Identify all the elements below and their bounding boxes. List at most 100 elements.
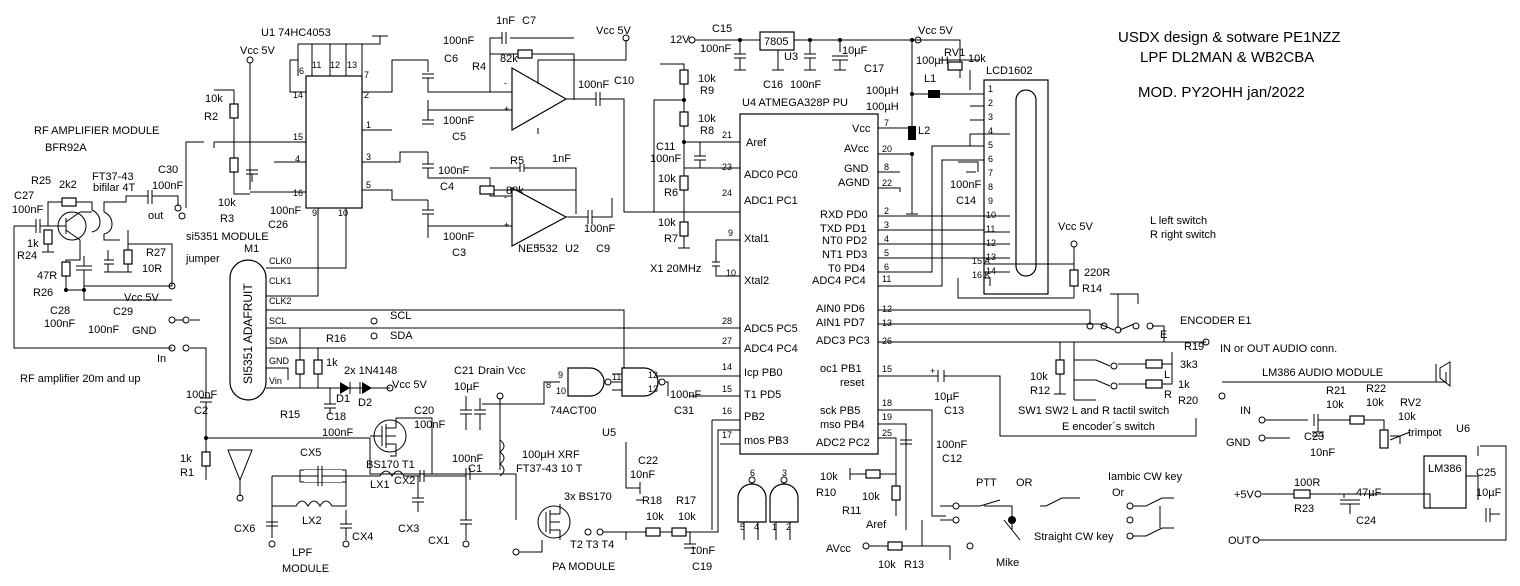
rf-amp-wiring bbox=[13, 141, 207, 390]
bifilar-label: bifilar 4T bbox=[93, 182, 135, 194]
lcd-pins: 1 2 3 4 5 6 7 8 9 10 11 12 13 14 bbox=[986, 84, 996, 276]
switch-r: R bbox=[1164, 389, 1172, 401]
pin-num-9: 9 bbox=[728, 228, 733, 238]
u1-pin6: 6 bbox=[299, 66, 304, 76]
rv1-value: 10k bbox=[968, 53, 986, 65]
c23-value: 10nF bbox=[1310, 447, 1335, 459]
c25-value: 10µF bbox=[1476, 487, 1502, 499]
u5-label: U5 bbox=[602, 427, 616, 439]
c29-label: C29 bbox=[113, 306, 133, 318]
pin-num-12: 12 bbox=[882, 304, 892, 314]
c14-label: C14 bbox=[956, 195, 976, 207]
c11-value: 100nF bbox=[650, 153, 681, 165]
pin-num-2: 2 bbox=[884, 206, 889, 216]
pin-adc1: ADC1 PC1 bbox=[744, 195, 798, 207]
lx2-label: LX2 bbox=[302, 515, 322, 527]
u1-pin5: 5 bbox=[366, 180, 371, 190]
svg-text:3: 3 bbox=[782, 468, 787, 478]
r1-label: R1 bbox=[180, 467, 194, 479]
r20-value: 1k bbox=[1178, 379, 1190, 391]
u3-label: U3 bbox=[784, 51, 798, 63]
encoder-label: ENCODER E1 bbox=[1180, 315, 1252, 327]
cx3-label: CX3 bbox=[398, 523, 419, 535]
pin-num-20: 20 bbox=[882, 144, 892, 154]
svg-text:9: 9 bbox=[988, 196, 993, 206]
svg-text:4: 4 bbox=[988, 126, 993, 136]
u1-pin2: 2 bbox=[364, 90, 369, 100]
sda-net: SDA bbox=[390, 330, 413, 342]
pin-num-28: 28 bbox=[722, 316, 732, 326]
clk0-pin: CLK0 bbox=[269, 256, 292, 266]
pin-xtal2: Xtal2 bbox=[744, 275, 769, 287]
lcd-wiring bbox=[906, 39, 1074, 299]
r16-label: R16 bbox=[326, 333, 346, 345]
pin-num-15b: 15 bbox=[882, 364, 892, 374]
c27-value: 100nF bbox=[12, 204, 43, 216]
r8-label: R8 bbox=[700, 125, 714, 137]
c22-value: 10nF bbox=[630, 469, 655, 481]
l1-v2: 100µH bbox=[866, 85, 899, 97]
r11-value: 10k bbox=[862, 491, 880, 503]
vcc5-rfamp: Vcc 5V bbox=[124, 292, 160, 304]
vcc5-diodes: Vcc 5V bbox=[392, 379, 428, 391]
pin-num-15: 15 bbox=[722, 384, 732, 394]
pin-aref: Aref bbox=[746, 137, 767, 149]
c17-value: 10µF bbox=[842, 45, 868, 57]
c31-label: C31 bbox=[674, 405, 694, 417]
c24-label: C24 bbox=[1356, 515, 1376, 527]
c-r5-value: 1nF bbox=[552, 153, 571, 165]
pin-pb2: PB2 bbox=[744, 411, 765, 423]
opamp-plus-b: + bbox=[504, 220, 509, 230]
vcc5-op: Vcc 5V bbox=[596, 25, 632, 37]
vin-pin: Vin bbox=[269, 376, 282, 386]
pin-num-19: 19 bbox=[882, 412, 892, 422]
u1-pin7: 7 bbox=[364, 70, 369, 80]
r11-label: R11 bbox=[842, 505, 861, 517]
pin-num-18: 18 bbox=[882, 398, 892, 408]
c16-label: C16 bbox=[763, 79, 783, 91]
in-label: In bbox=[157, 353, 166, 365]
u4-label: U4 ATMEGA328P PU bbox=[742, 97, 848, 109]
c12-label: C12 bbox=[942, 453, 962, 465]
mike-label: Mike bbox=[996, 557, 1019, 569]
r24-value: 1k bbox=[27, 238, 39, 250]
r21-label: R21 bbox=[1326, 385, 1346, 397]
audio-conn-label: IN or OUT AUDIO conn. bbox=[1220, 343, 1337, 355]
pin-icp: Icp PB0 bbox=[744, 367, 783, 379]
rf-amp-title: RF AMPLIFIER MODULE bbox=[34, 125, 159, 137]
pin-adc3: ADC3 PC3 bbox=[816, 335, 870, 347]
svg-text:1: 1 bbox=[988, 84, 993, 94]
pin-num-16: 16 bbox=[722, 406, 732, 416]
trimpot-label: trimpot bbox=[1408, 427, 1442, 439]
svg-text:14: 14 bbox=[986, 266, 996, 276]
pin-txd: TXD PD1 bbox=[820, 223, 866, 235]
c13-value: 10µF bbox=[934, 391, 960, 403]
pin-xtal1: Xtal1 bbox=[744, 233, 769, 245]
cx1-label: CX1 bbox=[428, 535, 449, 547]
diode-network bbox=[324, 382, 394, 414]
r4-value: 82k bbox=[500, 53, 518, 65]
c9-value: 100nF bbox=[584, 223, 615, 235]
straight-cw-label: Straight CW key bbox=[1034, 531, 1114, 543]
pin-t1: T1 PD5 bbox=[744, 389, 781, 401]
pin-adc4: ADC4 PC4 bbox=[744, 343, 798, 355]
c3-value: 100nF bbox=[443, 231, 474, 243]
c18-label: C18 bbox=[326, 411, 346, 423]
r17-value: 10k bbox=[678, 511, 696, 523]
svg-text:4: 4 bbox=[754, 522, 759, 532]
c28-label: C28 bbox=[50, 305, 70, 317]
svg-text:12: 12 bbox=[986, 238, 996, 248]
c4-label: C4 bbox=[440, 181, 454, 193]
c12-value: 100nF bbox=[936, 439, 967, 451]
c23-label: C23 bbox=[1304, 431, 1324, 443]
r26-value: 47R bbox=[37, 270, 57, 282]
switch-network bbox=[1054, 293, 1210, 401]
c31-value: 100nF bbox=[670, 389, 701, 401]
u1-chip bbox=[305, 75, 363, 209]
u4-right-pins: Vcc AVcc GND AGND RXD PD0 TXD PD1 NT0 PD… bbox=[812, 118, 1160, 530]
c19-label: C19 bbox=[692, 561, 712, 573]
c17-label: C17 bbox=[864, 63, 884, 75]
drain-label: Drain Vcc bbox=[478, 365, 526, 377]
c4-value: 100nF bbox=[438, 165, 469, 177]
r25-label: R25 bbox=[31, 175, 51, 187]
